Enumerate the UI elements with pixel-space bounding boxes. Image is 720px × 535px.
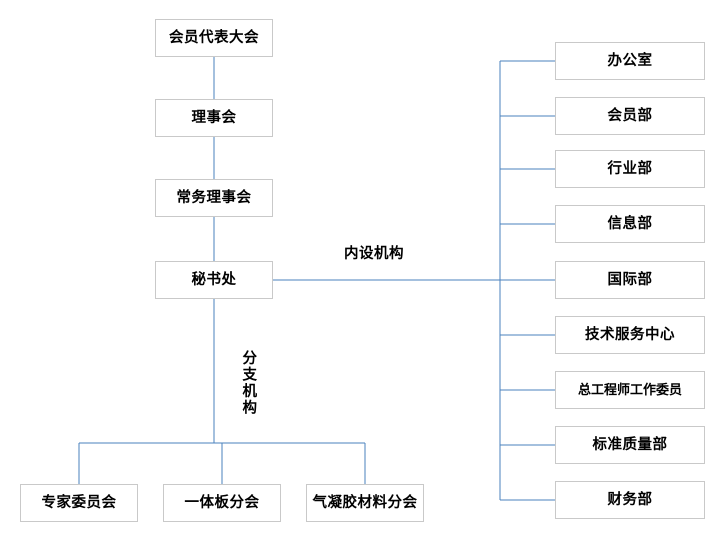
- node-label: 办公室: [607, 52, 653, 69]
- dept-node-5[interactable]: 技术服务中心: [555, 316, 705, 354]
- node-label: 秘书处: [191, 271, 237, 288]
- dept-node-6[interactable]: 总工程师工作委员: [555, 371, 705, 409]
- branch-node-1[interactable]: 一体板分会: [163, 484, 281, 522]
- node-label: 行业部: [607, 160, 653, 177]
- node-label: 信息部: [607, 215, 653, 232]
- node-label: 会员代表大会: [169, 29, 259, 46]
- node-label: 财务部: [607, 491, 653, 508]
- node-label: 国际部: [607, 271, 653, 288]
- node-label: 专家委员会: [41, 494, 117, 511]
- branch-node-2[interactable]: 气凝胶材料分会: [306, 484, 424, 522]
- node-label: 理事会: [191, 109, 237, 126]
- node-label: 常务理事会: [176, 189, 252, 206]
- dept-node-8[interactable]: 财务部: [555, 481, 705, 519]
- node-label: 总工程师工作委员: [577, 382, 682, 398]
- dept-node-0[interactable]: 办公室: [555, 42, 705, 80]
- branch-node-0[interactable]: 专家委员会: [20, 484, 138, 522]
- dept-node-4[interactable]: 国际部: [555, 261, 705, 299]
- org-node-0[interactable]: 会员代表大会: [155, 19, 273, 57]
- dept-node-1[interactable]: 会员部: [555, 97, 705, 135]
- org-node-3[interactable]: 秘书处: [155, 261, 273, 299]
- org-node-1[interactable]: 理事会: [155, 99, 273, 137]
- node-label: 会员部: [607, 107, 653, 124]
- branch-organizations-caption: 分支机构: [240, 350, 257, 416]
- dept-node-7[interactable]: 标准质量部: [555, 426, 705, 464]
- node-label: 标准质量部: [592, 436, 668, 453]
- dept-node-2[interactable]: 行业部: [555, 150, 705, 188]
- org-node-2[interactable]: 常务理事会: [155, 179, 273, 217]
- dept-node-3[interactable]: 信息部: [555, 205, 705, 243]
- node-label: 气凝胶材料分会: [312, 494, 418, 511]
- internal-departments-caption: 内设机构: [344, 246, 404, 262]
- node-label: 技术服务中心: [585, 326, 675, 343]
- node-label: 一体板分会: [184, 494, 260, 511]
